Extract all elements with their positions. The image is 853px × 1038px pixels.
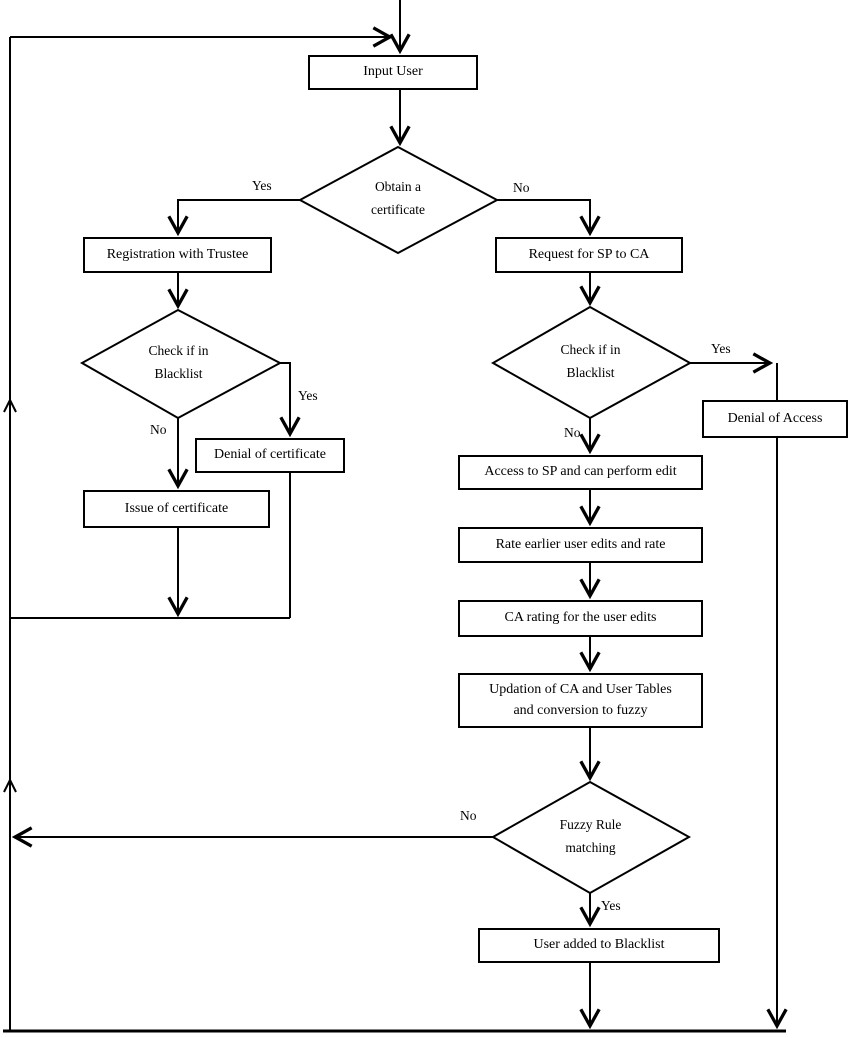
decision-fuzzy-line2: matching bbox=[565, 840, 616, 855]
node-denial-of-certificate: Denial of certificate bbox=[195, 438, 345, 473]
decision-obtain-line1: Obtain a bbox=[374, 179, 422, 195]
decision-obtain-line2: certificate bbox=[371, 202, 425, 217]
decision-check-left-line1: Check if in bbox=[148, 343, 209, 359]
node-updation-line1: Updation of CA and User Tables bbox=[489, 682, 672, 698]
node-updation-of-ca: Updation of CA and User Tables and conve… bbox=[458, 673, 703, 728]
edge-label-leftcheck-no: No bbox=[150, 422, 167, 437]
decision-check-blacklist-left-shape bbox=[79, 308, 283, 420]
decision-fuzzy-rule: Fuzzy Rule matching bbox=[523, 812, 658, 862]
node-rate-earlier-user-edits: Rate earlier user edits and rate bbox=[458, 527, 703, 563]
decision-fuzzy-rule-shape bbox=[490, 780, 692, 895]
edge-label-rightcheck-yes: Yes bbox=[711, 341, 731, 356]
spine-up-chevron-2 bbox=[3, 777, 17, 793]
edge-obtain-yes bbox=[167, 199, 300, 237]
node-user-added-to-blacklist: User added to Blacklist bbox=[478, 928, 720, 963]
node-updation-line2: and conversion to fuzzy bbox=[513, 702, 648, 718]
decision-check-blacklist-left: Check if in Blacklist bbox=[111, 338, 246, 388]
decision-check-right-line2: Blacklist bbox=[566, 365, 615, 380]
edge-label-obtain-yes: Yes bbox=[252, 178, 272, 193]
decision-check-right-line1: Check if in bbox=[560, 342, 621, 358]
decision-obtain-certificate-shape bbox=[297, 145, 500, 255]
edge-label-fuzzy-no: No bbox=[460, 808, 477, 823]
node-denial-of-access: Denial of Access bbox=[702, 400, 848, 438]
node-ca-rating: CA rating for the user edits bbox=[458, 600, 703, 637]
edge-obtain-no bbox=[497, 199, 601, 237]
spine-up-chevron-1 bbox=[3, 397, 17, 413]
decision-check-blacklist-right: Check if in Blacklist bbox=[523, 337, 658, 387]
node-registration-with-trustee: Registration with Trustee bbox=[83, 237, 272, 273]
decision-fuzzy-line1: Fuzzy Rule bbox=[559, 817, 622, 833]
edge-leftcheck-yes bbox=[279, 362, 301, 438]
node-input-user: Input User bbox=[308, 55, 478, 90]
node-request-for-sp-to-ca: Request for SP to CA bbox=[495, 237, 683, 273]
edge-label-obtain-no: No bbox=[513, 180, 530, 195]
node-issue-of-certificate: Issue of certificate bbox=[83, 490, 270, 528]
node-access-to-sp: Access to SP and can perform edit bbox=[458, 455, 703, 490]
decision-check-blacklist-right-shape bbox=[490, 305, 693, 420]
decision-check-left-line2: Blacklist bbox=[154, 366, 203, 381]
edge-label-rightcheck-no: No bbox=[564, 425, 581, 440]
edge-label-leftcheck-yes: Yes bbox=[298, 388, 318, 403]
edge-label-fuzzy-yes: Yes bbox=[601, 898, 621, 913]
decision-obtain-certificate: Obtain a certificate bbox=[338, 174, 458, 224]
